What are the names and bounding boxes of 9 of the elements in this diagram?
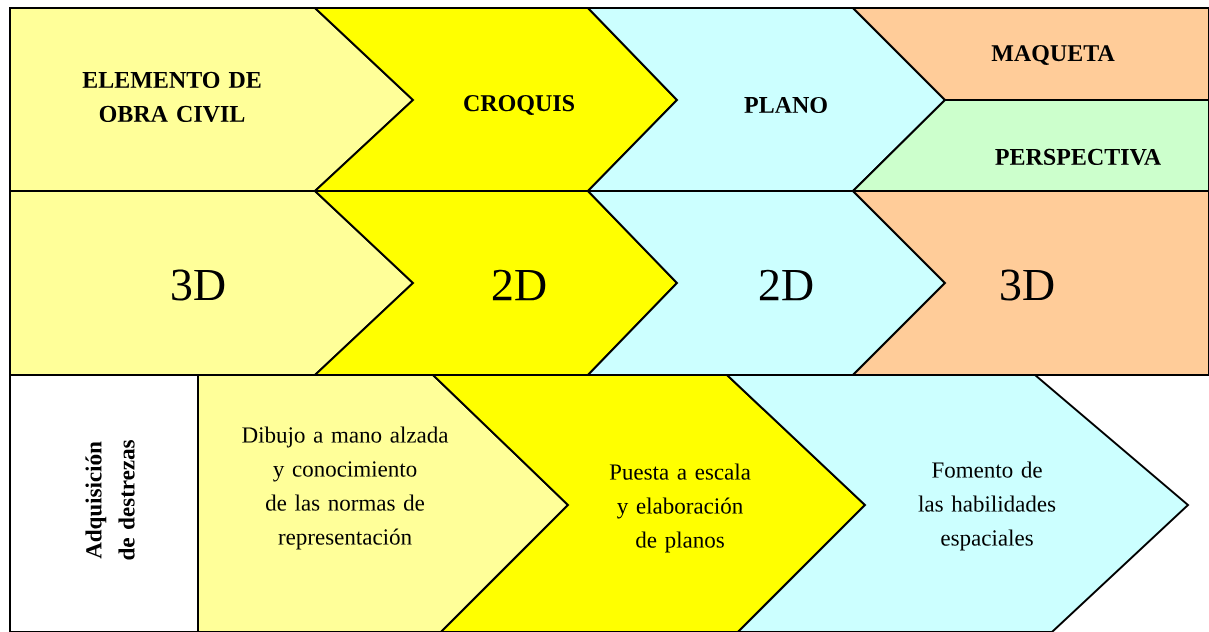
chevron-box: 2D bbox=[585, 190, 947, 376]
chevron-box: CROQUIS bbox=[312, 7, 679, 192]
chevron-box: PLANO bbox=[585, 7, 947, 192]
label-box: Adquisición de destrezas bbox=[9, 374, 199, 632]
chevron-box: ELEMENTO DE OBRA CIVIL bbox=[9, 7, 415, 192]
chevron-box: 3D bbox=[9, 190, 415, 376]
chevron-box: Dibujo a mano alzada y conocimiento de las normas de representación bbox=[197, 374, 570, 632]
band-box: 3D bbox=[850, 190, 1209, 376]
chevron-box: 2D bbox=[312, 190, 679, 376]
